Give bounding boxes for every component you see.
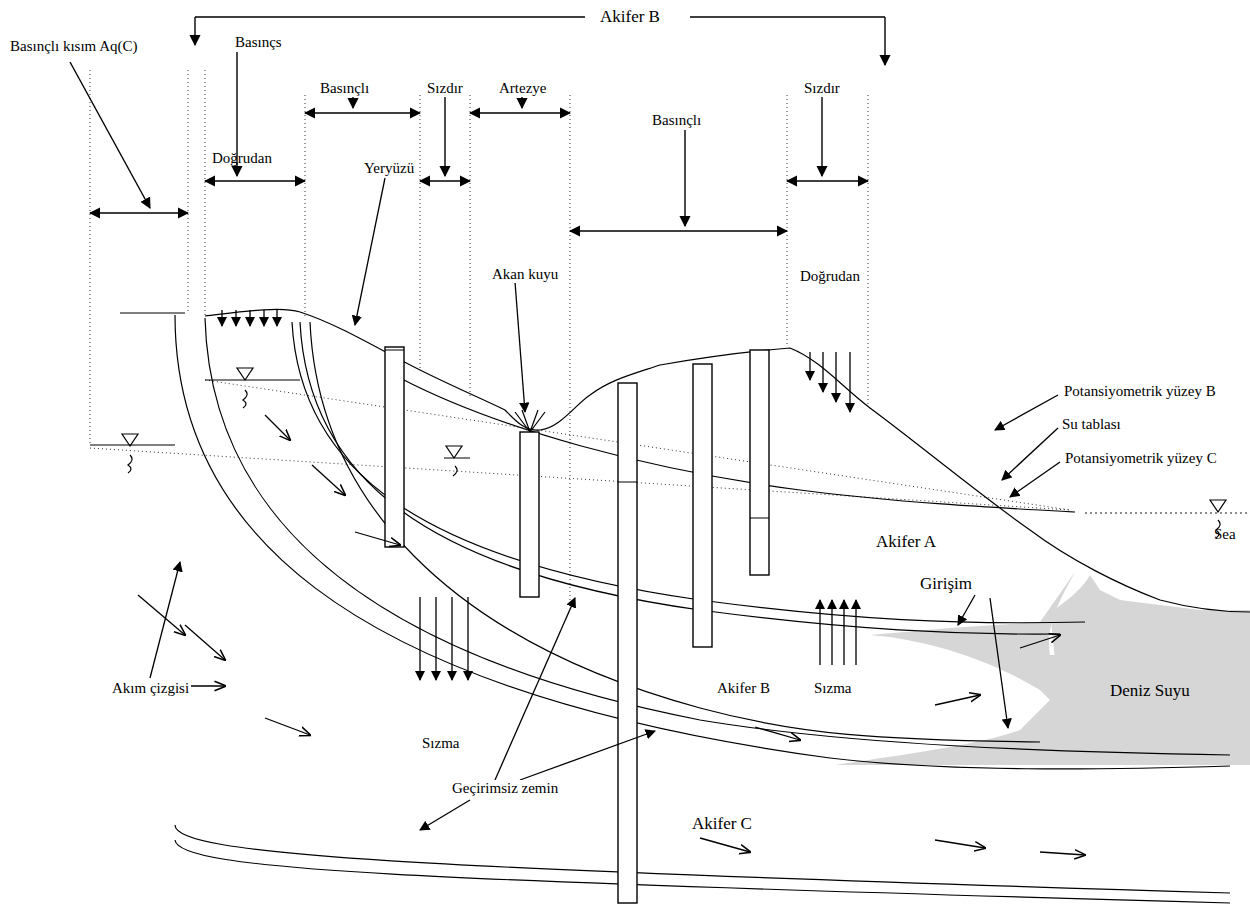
seawater-label: Deniz Suyu (1108, 682, 1192, 701)
zone-label: Sızma (420, 735, 462, 752)
zone-label: Potansiyometrik yüzey C (1063, 450, 1219, 467)
zone-label: Yeryüzü (362, 160, 416, 177)
zone-label: Potansiyometrik yüzey B (1062, 383, 1218, 400)
zone-label: Sea (1212, 526, 1238, 543)
zone-label: Doğrudan (798, 268, 862, 285)
aquifer-label: Akifer A (874, 533, 938, 552)
zone-label: Basınçlı (318, 80, 371, 97)
zone-label: Sızma (812, 680, 854, 697)
zone-label: Akım çizgisi (110, 680, 191, 697)
zone-label: Basınçlı kısım Aq(C) (8, 38, 140, 55)
zone-label: Girişim (918, 575, 974, 594)
zone-label: Sızdır (425, 80, 465, 97)
zone-label: Basınçs (233, 34, 284, 51)
aquifer-label: Akifer B (598, 8, 662, 27)
zone-label: Artezye (497, 80, 548, 97)
zone-label: Basınçlı (650, 112, 703, 129)
zone-label: Geçirimsiz zemin (450, 780, 560, 797)
aquifer-label: Akifer B (715, 680, 772, 697)
zone-label: Akan kuyu (490, 266, 560, 283)
aquifer-label: Akifer C (690, 815, 754, 834)
zone-label: Sızdır (802, 80, 842, 97)
zone-label: Doğrudan (210, 150, 274, 167)
zone-label: Su tablası (1060, 416, 1123, 433)
